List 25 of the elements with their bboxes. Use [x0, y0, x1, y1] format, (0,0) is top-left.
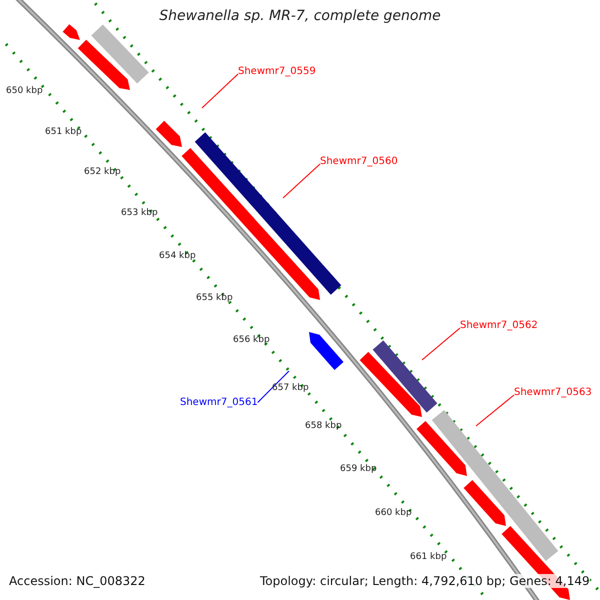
- diagram-title: Shewanella sp. MR-7, complete genome: [158, 8, 442, 24]
- gene-label: Shewmr7_0560: [320, 156, 398, 167]
- tick-label: 658 kbp: [305, 421, 342, 431]
- tick-label: 659 kbp: [340, 464, 377, 474]
- tick-label: 654 kbp: [159, 251, 196, 261]
- tick-label: 651 kbp: [45, 127, 82, 137]
- tick-label: 653 kbp: [121, 208, 158, 218]
- leader-line: [422, 328, 460, 360]
- gene-label: Shewmr7_0562: [460, 320, 538, 331]
- tick-label: 650 kbp: [6, 86, 43, 96]
- gene-label: Shewmr7_0563: [514, 387, 592, 398]
- leader-line: [476, 394, 514, 426]
- leader-line: [282, 164, 320, 198]
- tick-label: 661 kbp: [410, 552, 447, 562]
- tick-label: 656 kbp: [233, 335, 270, 345]
- gene-label: Shewmr7_0561: [180, 397, 258, 408]
- tick-label: 655 kbp: [196, 293, 233, 303]
- accession-label: Accession: NC_008322: [9, 574, 146, 588]
- gene-label: Shewmr7_0559: [238, 66, 316, 77]
- leader-line: [202, 74, 238, 108]
- tick-label: 657 kbp: [272, 383, 309, 393]
- tick-label: 660 kbp: [375, 508, 412, 518]
- genome-info-label: Topology: circular; Length: 4,792,610 bp; Genes: 4,149: [260, 574, 590, 588]
- leader-line: [257, 370, 290, 403]
- tick-label: 652 kbp: [84, 167, 121, 177]
